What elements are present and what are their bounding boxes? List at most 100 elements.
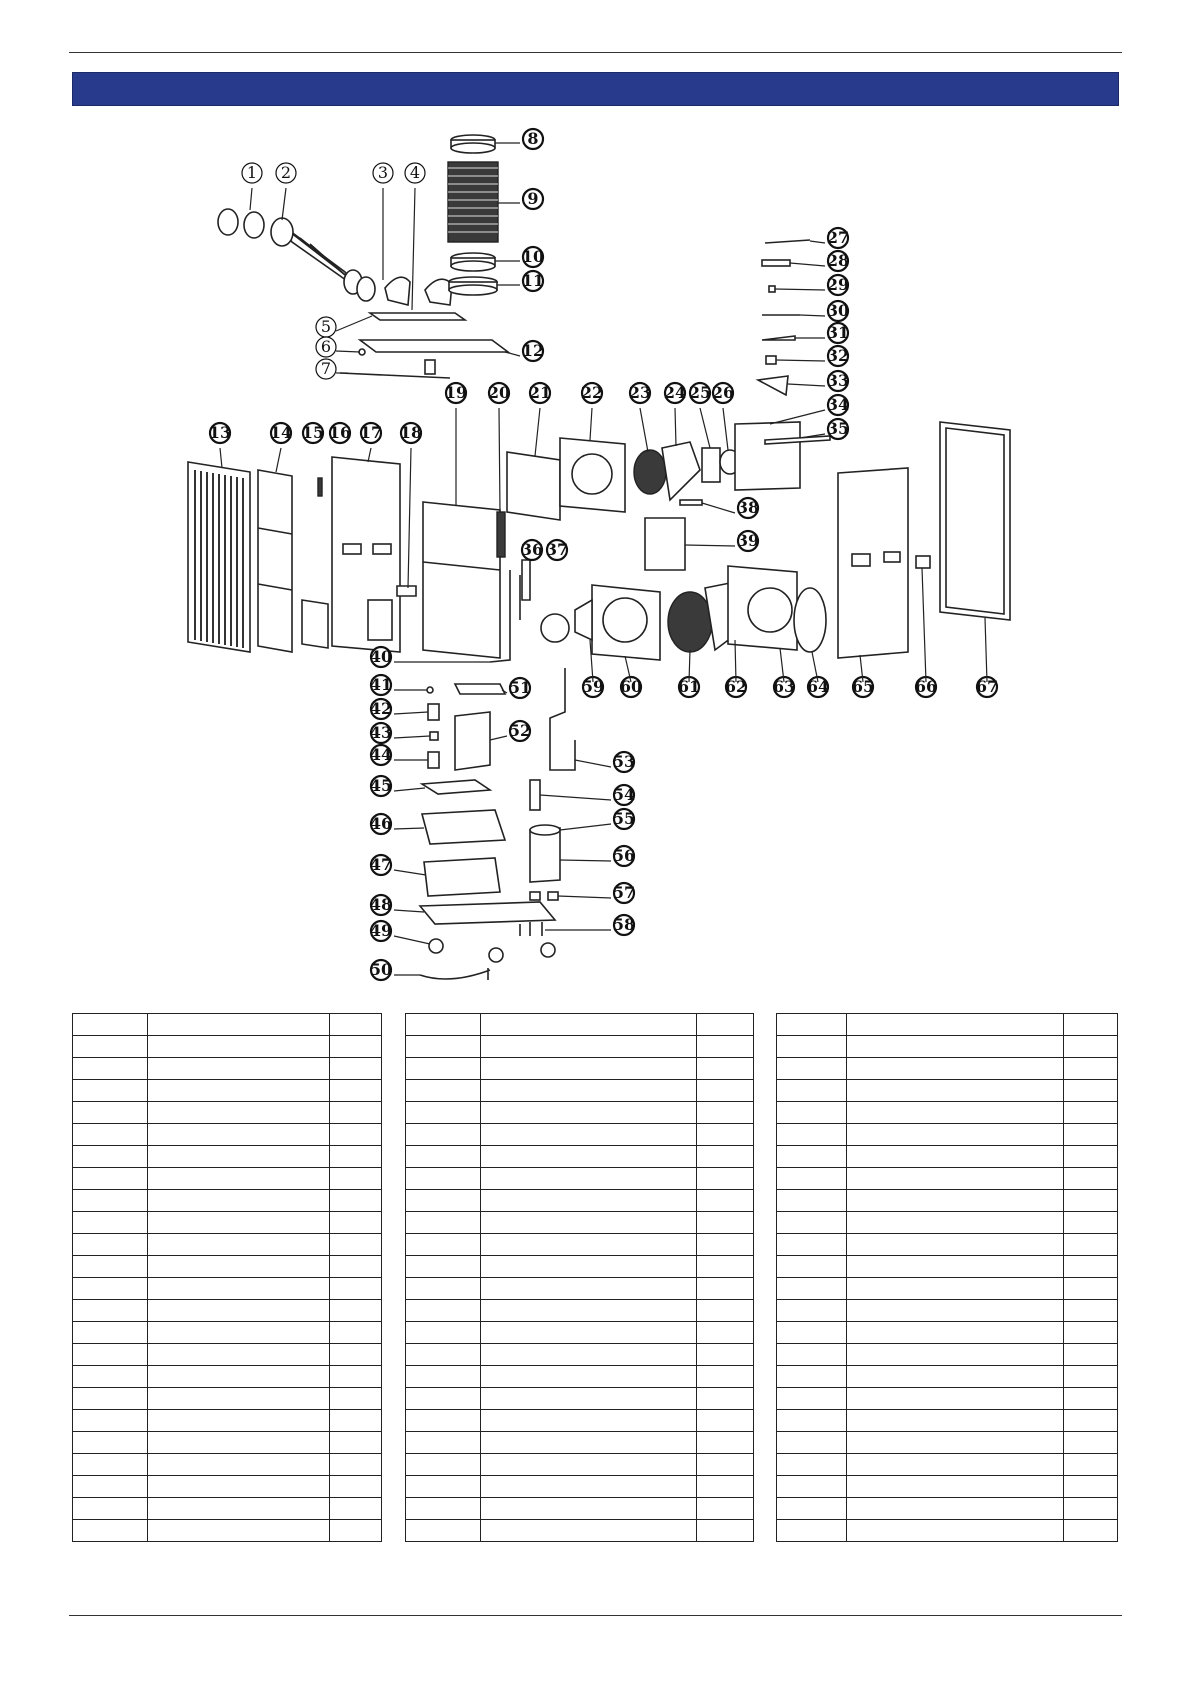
leader-line: [534, 407, 541, 457]
table-cell: [1063, 1497, 1118, 1520]
parts-table-2: [405, 1013, 754, 1542]
table-cell: [696, 1453, 754, 1476]
callout-number: 22: [581, 383, 603, 402]
part-56-compressor: [529, 827, 561, 883]
table-cell: [147, 1497, 330, 1520]
table-row: [405, 1013, 754, 1036]
callout-ring: [369, 812, 393, 836]
callout-39: 39: [684, 529, 759, 553]
callout-number: 12: [522, 341, 544, 360]
callout-19: 19: [444, 381, 468, 506]
part-57-foot: [529, 891, 541, 901]
callout-number: 39: [737, 531, 759, 550]
table-row: [72, 1299, 382, 1322]
part-62-scroll: [704, 579, 756, 652]
table-cell: [776, 1079, 847, 1102]
part-19-evaporator: [422, 501, 501, 659]
top-plate-assembly: [339, 312, 511, 379]
part-15-panel: [301, 599, 329, 649]
callout-ring: [545, 538, 569, 562]
table-cell: [1063, 1189, 1118, 1212]
table-cell: [480, 1453, 697, 1476]
table-cell: [147, 1189, 330, 1212]
callout-number: 15: [302, 423, 324, 442]
leader-line: [559, 823, 612, 831]
table-cell: [846, 1497, 1064, 1520]
table-cell: [329, 1387, 382, 1410]
part-38-clip: [679, 499, 703, 506]
callout-number: 57: [613, 883, 635, 902]
table-row: [72, 1431, 382, 1454]
callout-48: 48: [370, 893, 425, 917]
table-cell: [147, 1123, 330, 1146]
table-cell: [405, 1431, 481, 1454]
part-6-screw: [358, 348, 366, 356]
leader-line: [393, 787, 426, 792]
callout-number: 37: [546, 540, 568, 559]
part-28: [761, 259, 791, 267]
part-16-clip: [317, 477, 323, 497]
table-cell: [405, 1035, 481, 1058]
table-row: [776, 1189, 1118, 1212]
callout-number: 62: [725, 677, 747, 696]
table-cell: [1063, 1299, 1118, 1322]
table-cell: [1063, 1321, 1118, 1344]
lower-fan-assembly: [489, 559, 827, 663]
part-66-handle: [915, 555, 931, 569]
table-row: [776, 1035, 1118, 1058]
callout-number: 61: [678, 677, 700, 696]
table-cell: [72, 1299, 148, 1322]
table-cell: [147, 1299, 330, 1322]
table-cell: [480, 1343, 697, 1366]
table-row: [405, 1321, 754, 1344]
table-row: [72, 1167, 382, 1190]
leader-line: [504, 351, 521, 357]
callout-49: 49: [370, 919, 431, 945]
callout-ring: [806, 675, 830, 699]
part-27: [764, 239, 811, 244]
callout-ring: [581, 675, 605, 699]
part-26-motor-end: [719, 449, 741, 475]
callout-ring: [269, 421, 293, 445]
table-cell: [696, 1079, 754, 1102]
table-row: [72, 1387, 382, 1410]
table-cell: [147, 1211, 330, 1234]
table-cell: [846, 1101, 1064, 1124]
table-cell: [846, 1387, 1064, 1410]
callout-25: 25: [689, 381, 711, 449]
callout-17: 17: [360, 421, 382, 463]
table-cell: [846, 1233, 1064, 1256]
callout-ring: [521, 245, 545, 269]
callout-3: 3: [372, 162, 394, 280]
part-2-hose-end: [270, 217, 294, 247]
leader-line: [779, 647, 785, 683]
callout-1: 1: [241, 162, 263, 211]
table-cell: [1063, 1365, 1118, 1388]
table-cell: [480, 1387, 697, 1410]
callout-number: 11: [522, 271, 544, 290]
callout-21: 21: [529, 381, 551, 457]
callout-number: 48: [370, 895, 392, 914]
table-row: [72, 1365, 382, 1388]
table-cell: [846, 1013, 1064, 1036]
callout-ring: [208, 421, 232, 445]
part-65-rear-panel: [837, 467, 909, 659]
table-cell: [72, 1277, 148, 1300]
callout-ring: [826, 321, 850, 345]
table-cell: [776, 1145, 847, 1168]
callout-34: 34: [769, 393, 849, 425]
table-row: [776, 1519, 1118, 1542]
callout-ring: [369, 645, 393, 669]
callout-number: 20: [488, 383, 510, 402]
leader-line: [684, 544, 736, 547]
table-cell: [696, 1057, 754, 1080]
parts-table-1: [72, 1013, 382, 1542]
part-40-tube: [489, 570, 521, 663]
callout-41: 41: [370, 673, 427, 697]
table-row: [72, 1343, 382, 1366]
callout-56: 56: [559, 844, 635, 868]
callout-ring: [444, 381, 468, 405]
table-cell: [405, 1123, 481, 1146]
table-cell: [72, 1255, 148, 1278]
callout-number: 29: [827, 275, 849, 294]
